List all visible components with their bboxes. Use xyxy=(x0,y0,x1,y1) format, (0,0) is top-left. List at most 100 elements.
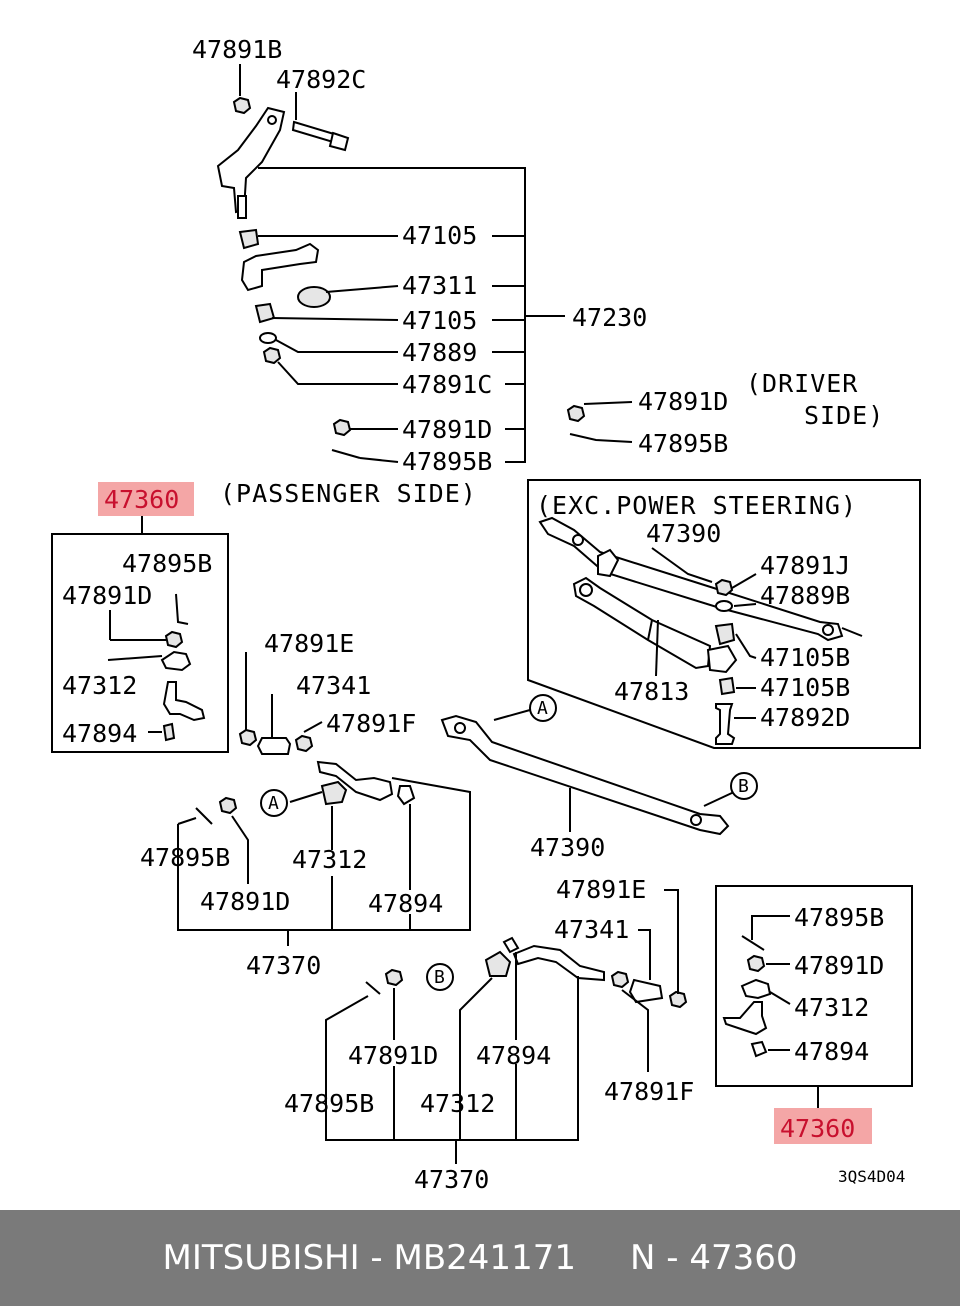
relay-rod-47390-mid xyxy=(440,709,735,836)
label-47105B-b: 47105B xyxy=(760,673,850,702)
label-47895B-e: 47895B xyxy=(794,903,884,932)
tie-rod-end-a xyxy=(316,760,394,802)
label-47894-b: 47894 xyxy=(368,889,443,918)
label-47312-b: 47312 xyxy=(292,845,367,874)
label-47390-top: 47390 xyxy=(646,519,721,548)
boot-47312-d xyxy=(740,978,772,1000)
nut-47891D-e xyxy=(746,954,766,973)
pin-47895B-b xyxy=(175,593,189,625)
label-47895B-d: 47895B xyxy=(284,1089,374,1118)
boot-47312-c xyxy=(484,950,512,977)
label-47341-b: 47341 xyxy=(554,915,629,944)
label-47895B-driver: 47895B xyxy=(638,429,728,458)
sleeve-47341-a xyxy=(256,737,292,755)
nut-47891F-a xyxy=(294,734,314,753)
label-47341-a: 47341 xyxy=(296,671,371,700)
ring-47894-a xyxy=(162,722,176,742)
nut-47891C xyxy=(262,346,282,365)
nut-47891D-d xyxy=(384,968,404,987)
pin-47895B-c xyxy=(195,807,213,825)
bolt-47892D xyxy=(715,703,736,745)
tie-rod-47370-b xyxy=(325,889,688,1164)
nut-47891D-driver xyxy=(566,404,586,423)
label-47360-left: 47360 xyxy=(104,485,179,514)
kit-47360-right xyxy=(715,885,913,1108)
pin-47895B-e xyxy=(741,935,765,951)
sleeve-47341-b xyxy=(628,978,664,1004)
bush-47105B-a xyxy=(714,622,736,646)
bush-47105-a xyxy=(238,228,260,250)
note-exc-power-steering: (EXC.POWER STEERING) xyxy=(536,491,857,520)
label-47891D-d: 47891D xyxy=(348,1041,438,1070)
label-47891B-top: 47891B xyxy=(192,35,282,64)
damper-47813 xyxy=(572,576,712,670)
footer-part-text: MITSUBISHI - MB241171 N - 47360 xyxy=(162,1238,798,1278)
ball-joint-a xyxy=(162,681,206,722)
bush-47105B-b xyxy=(718,676,736,696)
parts-diagram: 47891B 47892C 47105 47311 47105 47889 47… xyxy=(51,35,921,1194)
nut-47891E-b xyxy=(668,990,688,1009)
label-47312-d: 47312 xyxy=(794,993,869,1022)
damper-eye xyxy=(706,644,738,674)
label-47813: 47813 xyxy=(614,677,689,706)
nut-47891D-b xyxy=(164,630,184,649)
washer-47889B xyxy=(715,600,733,612)
callout-B-right xyxy=(730,772,758,800)
label-47370-b: 47370 xyxy=(414,1165,489,1194)
pin-47895B-driver xyxy=(569,433,633,443)
label-47891F-b: 47891F xyxy=(604,1077,694,1106)
label-47390-mid: 47390 xyxy=(530,833,605,862)
label-47105-a: 47105 xyxy=(402,221,477,250)
label-47891E-b: 47891E xyxy=(556,875,646,904)
callout-A-left xyxy=(260,789,288,817)
highlight-47360-right xyxy=(774,1108,872,1144)
note-passenger-side: (PASSENGER SIDE) xyxy=(220,479,477,508)
label-47891D-e: 47891D xyxy=(794,951,884,980)
label-47894-a: 47894 xyxy=(62,719,137,748)
label-47891D-b: 47891D xyxy=(62,581,152,610)
label-47892C: 47892C xyxy=(276,65,366,94)
label-47312-a: 47312 xyxy=(62,671,137,700)
pin-47895B-a xyxy=(331,449,361,459)
label-47891C: 47891C xyxy=(402,370,492,399)
tie-rod-47370-a xyxy=(177,652,471,946)
idler-bracket xyxy=(216,106,286,214)
tie-rod-end-b xyxy=(512,944,605,982)
bush-47105-b xyxy=(254,302,276,324)
label-47370-a: 47370 xyxy=(246,951,321,980)
bolt-47892C xyxy=(291,120,350,152)
label-47105-b: 47105 xyxy=(402,306,477,335)
idler-arm-group xyxy=(216,64,565,463)
callout-A-right xyxy=(529,694,557,722)
ring-47894-c xyxy=(502,936,520,954)
callout-B-right-text: B xyxy=(738,776,749,797)
label-47895B-c: 47895B xyxy=(140,843,230,872)
note-driver-line1: (DRIVER xyxy=(746,369,858,398)
label-47891D-driver: 47891D xyxy=(638,387,728,416)
label-47895B-b: 47895B xyxy=(122,549,212,578)
label-47360-right: 47360 xyxy=(780,1114,855,1143)
nut-47891F-b xyxy=(610,970,630,989)
callout-B-left xyxy=(426,963,454,991)
label-47894-d: 47894 xyxy=(794,1037,869,1066)
diagram-code: 3QS4D04 xyxy=(838,1167,905,1186)
label-47891J: 47891J xyxy=(760,551,850,580)
idler-arm xyxy=(240,242,320,292)
label-47105B-a: 47105B xyxy=(760,643,850,672)
label-47894-c: 47894 xyxy=(476,1041,551,1070)
pin-47895B-d xyxy=(365,981,381,995)
washer-47889 xyxy=(259,332,277,344)
ring-47894-d xyxy=(750,1040,768,1058)
exc-power-steering-box xyxy=(527,479,921,749)
label-47891F-a: 47891F xyxy=(326,709,416,738)
label-47230: 47230 xyxy=(572,303,647,332)
label-47311: 47311 xyxy=(402,271,477,300)
label-47312-c: 47312 xyxy=(420,1089,495,1118)
ring-47894-b xyxy=(396,785,416,806)
footer-bar: MITSUBISHI - MB241171 N - 47360 xyxy=(0,1210,960,1306)
nut-47891B xyxy=(232,96,252,115)
label-47891D-c: 47891D xyxy=(200,887,290,916)
boot-47312-a xyxy=(160,650,192,672)
highlight-47360-left xyxy=(98,482,194,516)
label-47892D: 47892D xyxy=(760,703,850,732)
